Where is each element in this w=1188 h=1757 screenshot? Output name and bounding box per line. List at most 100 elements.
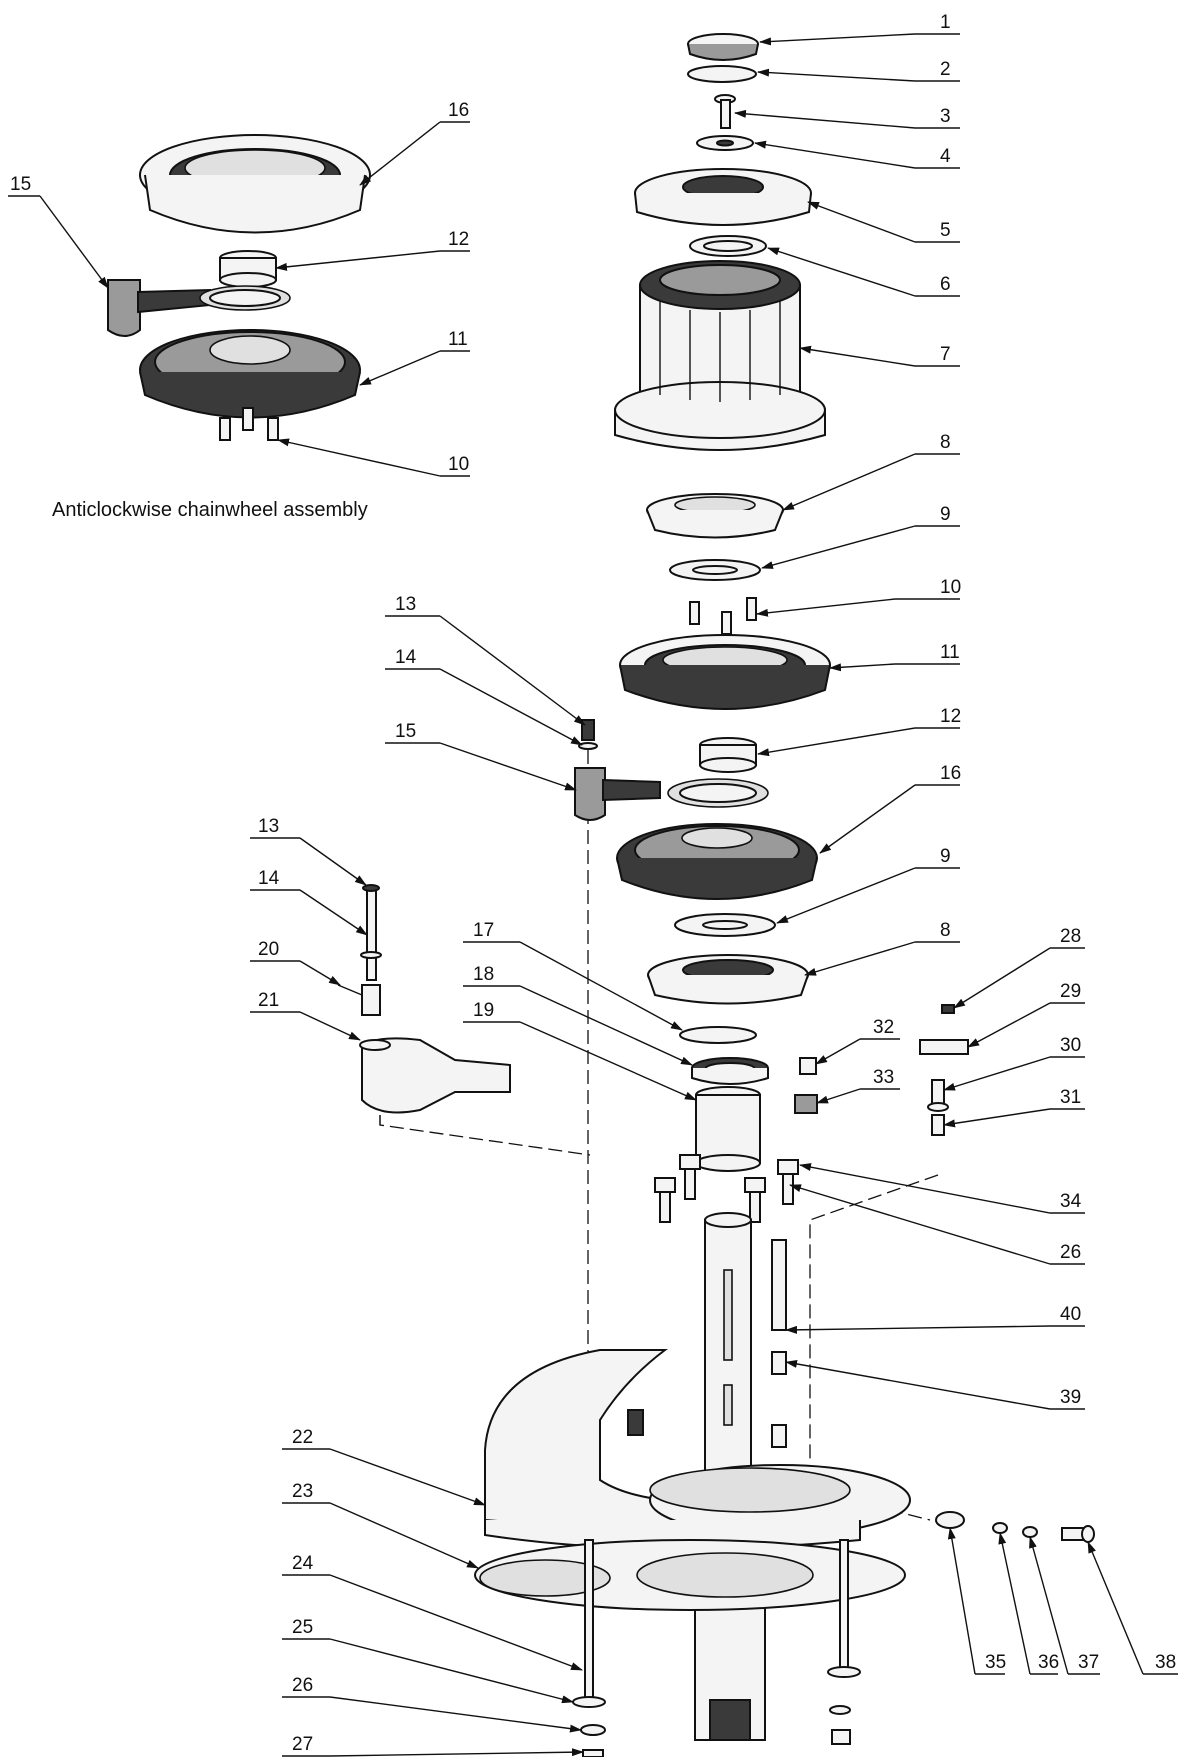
- callout-c40: 40: [785, 1304, 1085, 1334]
- callout-leader-arrow: [359, 350, 441, 386]
- callout-c35: 35: [947, 1527, 1006, 1675]
- callout-c20: 20: [250, 939, 341, 986]
- callout-number: 15: [395, 721, 416, 742]
- callout-number: 37: [1078, 1652, 1099, 1673]
- callout-c22: 22: [282, 1427, 486, 1506]
- callout-c27: 27: [282, 1734, 584, 1757]
- callout-number: 29: [1060, 981, 1081, 1002]
- callout-leader-arrow: [329, 1748, 584, 1757]
- callout-leader-arrow: [519, 1021, 697, 1101]
- callout-number: 9: [940, 846, 951, 867]
- callout-leader-arrow: [943, 1108, 1051, 1128]
- callout-number: 24: [292, 1553, 314, 1574]
- callout-number: 13: [395, 594, 416, 615]
- callout-c7: 7: [799, 344, 960, 367]
- callout-number: 13: [258, 816, 279, 837]
- callout-leader-arrow: [439, 615, 586, 726]
- callout-leader-arrow: [943, 1056, 1051, 1091]
- callout-c3: 3: [734, 106, 960, 129]
- callout-c8b: 8: [804, 920, 960, 976]
- callout-leader-arrow: [789, 1184, 1051, 1265]
- callout-c37: 37: [1029, 1536, 1100, 1675]
- part-34-26-bolts: [654, 1154, 799, 1223]
- part-2-oring: [687, 65, 757, 83]
- callout-c11b: 11: [359, 329, 470, 386]
- callout-c4: 4: [754, 140, 960, 169]
- part-20-21-handle: [337, 884, 511, 1114]
- part-35-38-fastener: [935, 1511, 1095, 1543]
- callout-number: 26: [1060, 1242, 1081, 1263]
- callout-leader-arrow: [819, 784, 916, 854]
- part-5-top-plate: [634, 168, 812, 226]
- callout-number: 14: [395, 647, 417, 668]
- inset-15-lever: [107, 279, 291, 337]
- callout-leader-arrow: [757, 68, 916, 82]
- callout-number: 4: [940, 146, 951, 167]
- callout-c28: 28: [953, 926, 1085, 1009]
- callout-c11a: 11: [829, 642, 960, 672]
- part-7-drum: [614, 260, 826, 451]
- callout-leader-arrow: [785, 1359, 1051, 1410]
- callout-leader-arrow: [439, 668, 583, 746]
- callout-number: 8: [940, 432, 951, 453]
- callout-number: 33: [873, 1067, 894, 1088]
- callout-c33: 33: [816, 1067, 900, 1104]
- callout-c6: 6: [767, 247, 960, 297]
- callout-leader-arrow: [759, 33, 916, 46]
- callout-c26a: 26: [789, 1184, 1085, 1265]
- callout-c10b: 10: [277, 438, 470, 477]
- part-9-upper-washer: [669, 559, 761, 581]
- callout-c5: 5: [807, 201, 960, 243]
- callout-c13a: 13: [385, 594, 586, 726]
- part-13-14-15-lever: [574, 719, 769, 821]
- callout-c36: 36: [998, 1532, 1059, 1675]
- callout-c15a: 15: [385, 721, 577, 791]
- callout-number: 34: [1060, 1191, 1082, 1212]
- part-4-washer: [696, 135, 754, 151]
- callout-leader-arrow: [299, 960, 341, 986]
- part-19-sleeve: [695, 1086, 761, 1172]
- callout-leader-arrow: [299, 837, 367, 886]
- callout-leader-arrow: [329, 1574, 583, 1671]
- callout-leader-arrow: [829, 663, 896, 672]
- callout-c24: 24: [282, 1553, 583, 1671]
- callout-leader-arrow: [299, 1011, 361, 1041]
- callout-c12b: 12: [275, 229, 470, 271]
- part-17-circlip: [679, 1026, 757, 1044]
- callout-c14b: 14: [250, 868, 368, 936]
- part-40-39-pins: [771, 1239, 787, 1448]
- callout-c17: 17: [463, 920, 683, 1031]
- callout-number: 31: [1060, 1087, 1081, 1108]
- callout-labels: 1234567891011121314151698171819131420212…: [8, 12, 1178, 1757]
- callout-number: 10: [448, 454, 469, 475]
- callout-leader-arrow: [519, 985, 693, 1066]
- inset-10-screws: [219, 407, 279, 441]
- callout-number: 8: [940, 920, 951, 941]
- callout-number: 12: [448, 229, 469, 250]
- callout-c38: 38: [1087, 1541, 1178, 1675]
- callout-leader-arrow: [782, 453, 916, 511]
- callout-number: 10: [940, 577, 961, 598]
- callout-c8a: 8: [782, 432, 960, 511]
- callout-leader-arrow: [329, 1696, 582, 1733]
- callout-leader-arrow: [329, 1638, 574, 1704]
- callout-leader-arrow: [998, 1532, 1031, 1675]
- callout-number: 32: [873, 1017, 894, 1038]
- callout-number: 7: [940, 344, 951, 365]
- callout-number: 38: [1155, 1652, 1176, 1673]
- callout-number: 17: [473, 920, 494, 941]
- callout-c30: 30: [943, 1035, 1085, 1091]
- callout-leader-arrow: [329, 1448, 486, 1506]
- inset-16-chainwheel: [139, 134, 371, 234]
- callout-number: 3: [940, 106, 951, 127]
- callout-number: 40: [1060, 1304, 1081, 1325]
- callout-c12a: 12: [757, 706, 961, 757]
- callout-number: 11: [940, 642, 960, 663]
- callout-leader-arrow: [953, 947, 1051, 1009]
- callout-leader-arrow: [359, 121, 441, 186]
- callout-number: 16: [448, 100, 469, 121]
- callout-number: 28: [1060, 926, 1081, 947]
- inset-12-bush: [219, 250, 277, 288]
- callout-number: 20: [258, 939, 279, 960]
